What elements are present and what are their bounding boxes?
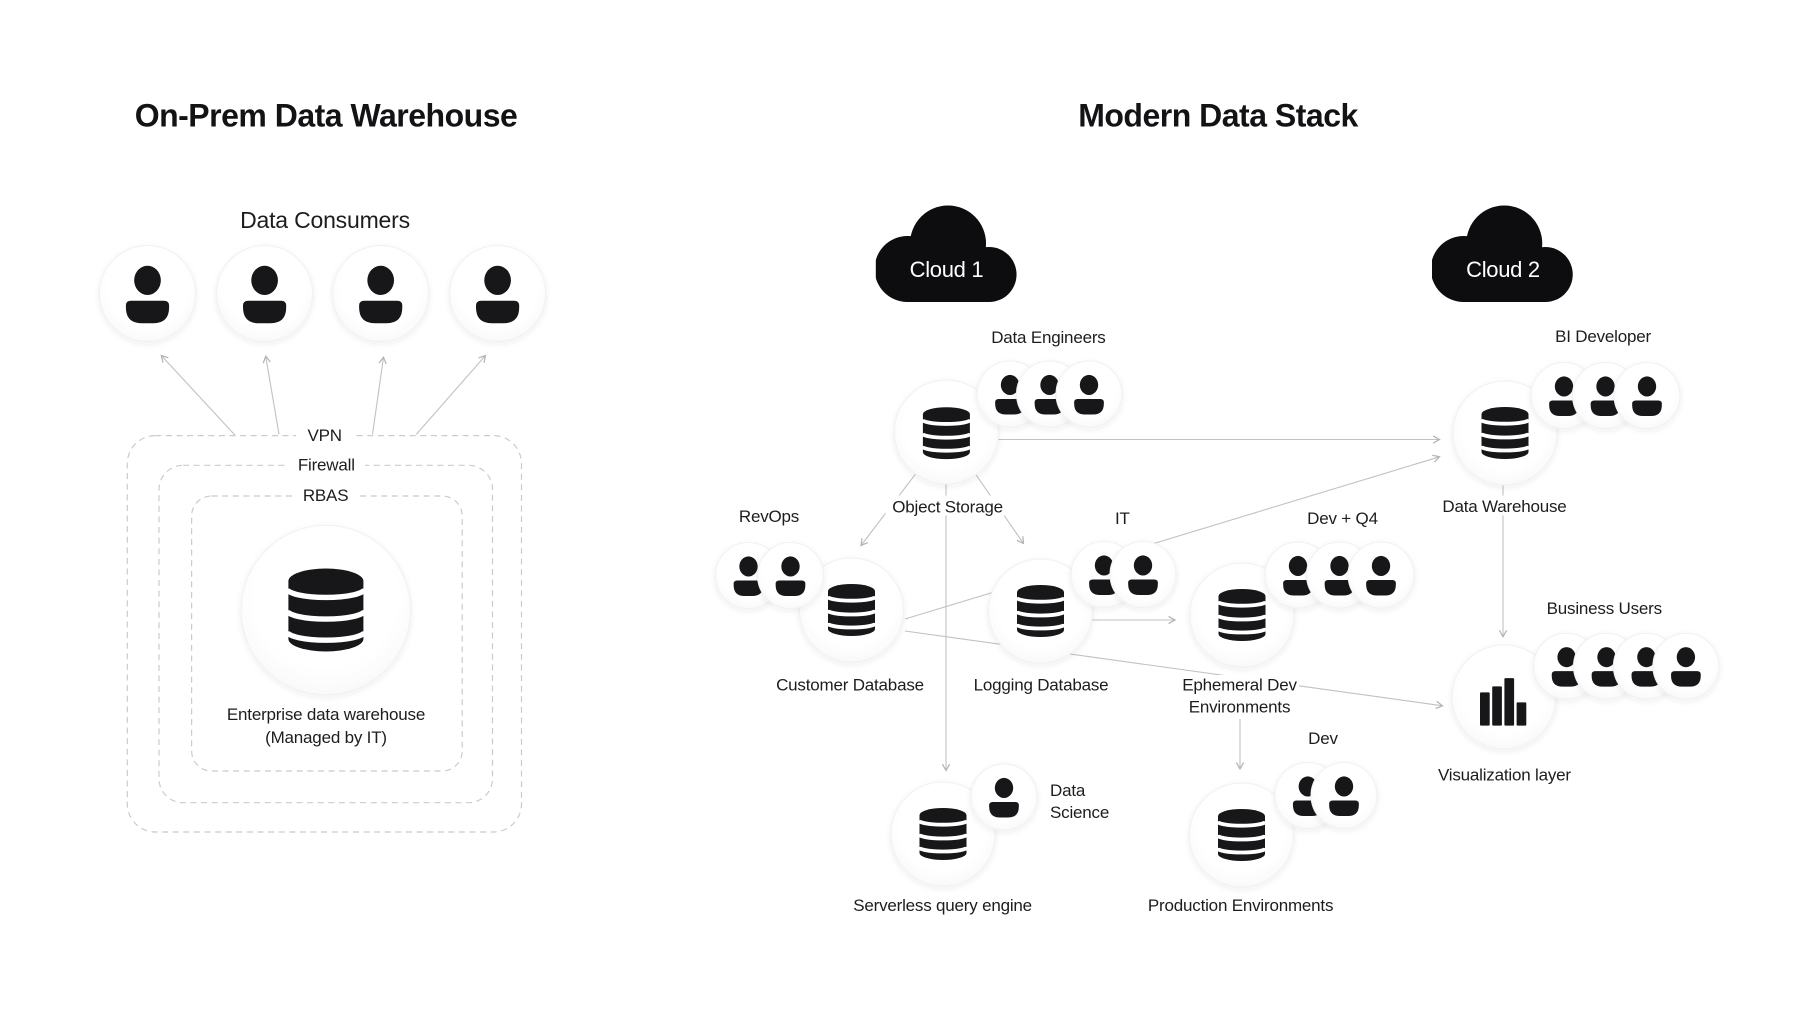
svg-text:Firewall: Firewall: [298, 456, 355, 475]
svg-text:Data Consumers: Data Consumers: [240, 207, 410, 233]
svg-text:RevOps: RevOps: [739, 507, 799, 526]
svg-text:Data Engineers: Data Engineers: [991, 328, 1105, 347]
svg-text:Ephemeral Dev: Ephemeral Dev: [1182, 676, 1297, 695]
svg-text:VPN: VPN: [308, 426, 342, 445]
svg-text:BI Developer: BI Developer: [1555, 327, 1651, 346]
svg-text:Cloud 1: Cloud 1: [910, 257, 984, 282]
svg-text:Dev + Q4: Dev + Q4: [1307, 509, 1378, 528]
svg-text:Business Users: Business Users: [1547, 599, 1662, 618]
svg-text:RBAS: RBAS: [303, 486, 349, 505]
svg-text:Customer Database: Customer Database: [776, 676, 924, 695]
svg-text:Science: Science: [1050, 803, 1109, 822]
svg-text:On-Prem Data Warehouse: On-Prem Data Warehouse: [135, 98, 518, 134]
svg-text:Visualization layer: Visualization layer: [1438, 766, 1571, 785]
svg-text:Object Storage: Object Storage: [892, 498, 1003, 517]
svg-text:Dev: Dev: [1308, 729, 1338, 748]
svg-text:Data: Data: [1050, 781, 1086, 800]
svg-text:Data Warehouse: Data Warehouse: [1442, 497, 1566, 516]
svg-text:(Managed by IT): (Managed by IT): [265, 728, 387, 747]
svg-text:Environments: Environments: [1189, 698, 1291, 717]
svg-text:Production Environments: Production Environments: [1148, 896, 1333, 915]
svg-text:Modern Data Stack: Modern Data Stack: [1078, 98, 1358, 134]
svg-text:Logging Database: Logging Database: [974, 676, 1109, 695]
svg-text:Enterprise data warehouse: Enterprise data warehouse: [227, 705, 425, 724]
svg-text:Serverless query engine: Serverless query engine: [853, 896, 1032, 915]
svg-text:IT: IT: [1115, 509, 1130, 528]
svg-text:Cloud 2: Cloud 2: [1466, 257, 1540, 282]
